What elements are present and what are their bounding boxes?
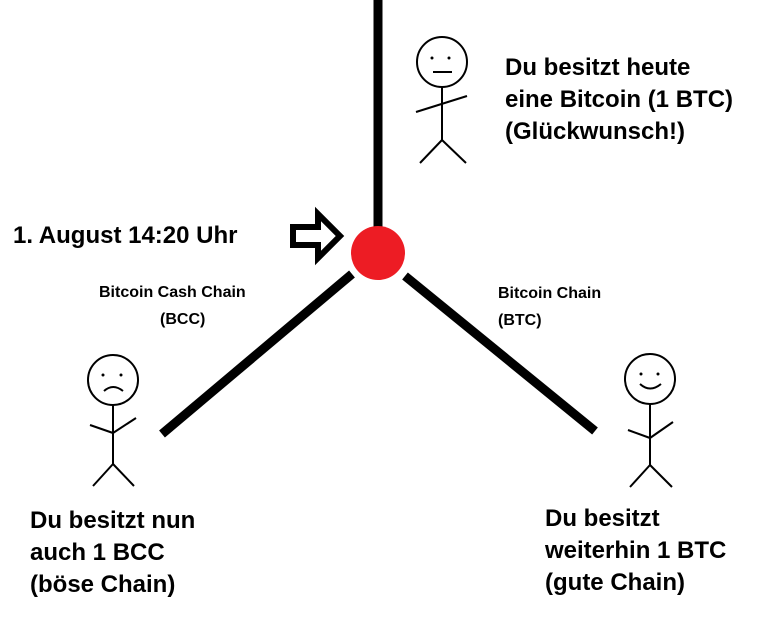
bcc-outcome-line-3: (böse Chain) [30,569,195,601]
fork-date-label: 1. August 14:20 Uhr [13,220,238,252]
happy-stick-figure-icon [625,354,675,487]
top-status-line-3: (Glückwunsch!) [505,116,733,148]
fork-point [351,226,405,280]
bcc-chain-label: Bitcoin Cash Chain (BCC) [99,279,246,333]
bcc-outcome-text: Du besitzt nun auch 1 BCC (böse Chain) [30,505,195,601]
top-status-line-2: eine Bitcoin (1 BTC) [505,84,733,116]
top-status-line-1: Du besitzt heute [505,52,733,84]
btc-outcome-line-3: (gute Chain) [545,567,726,599]
btc-outcome-text: Du besitzt weiterhin 1 BTC (gute Chain) [545,503,726,599]
btc-chain-ticker: (BTC) [498,307,601,334]
btc-chain-name: Bitcoin Chain [498,280,601,307]
top-status-text: Du besitzt heute eine Bitcoin (1 BTC) (G… [505,52,733,148]
neutral-stick-figure-icon [416,37,467,163]
btc-outcome-line-1: Du besitzt [545,503,726,535]
bcc-outcome-line-1: Du besitzt nun [30,505,195,537]
bcc-chain-ticker: (BCC) [99,306,246,333]
bcc-chain-name: Bitcoin Cash Chain [99,279,246,306]
right-arrow-icon [293,214,340,258]
btc-outcome-line-2: weiterhin 1 BTC [545,535,726,567]
btc-chain-label: Bitcoin Chain (BTC) [498,280,601,334]
sad-stick-figure-icon [88,355,138,486]
bcc-outcome-line-2: auch 1 BCC [30,537,195,569]
